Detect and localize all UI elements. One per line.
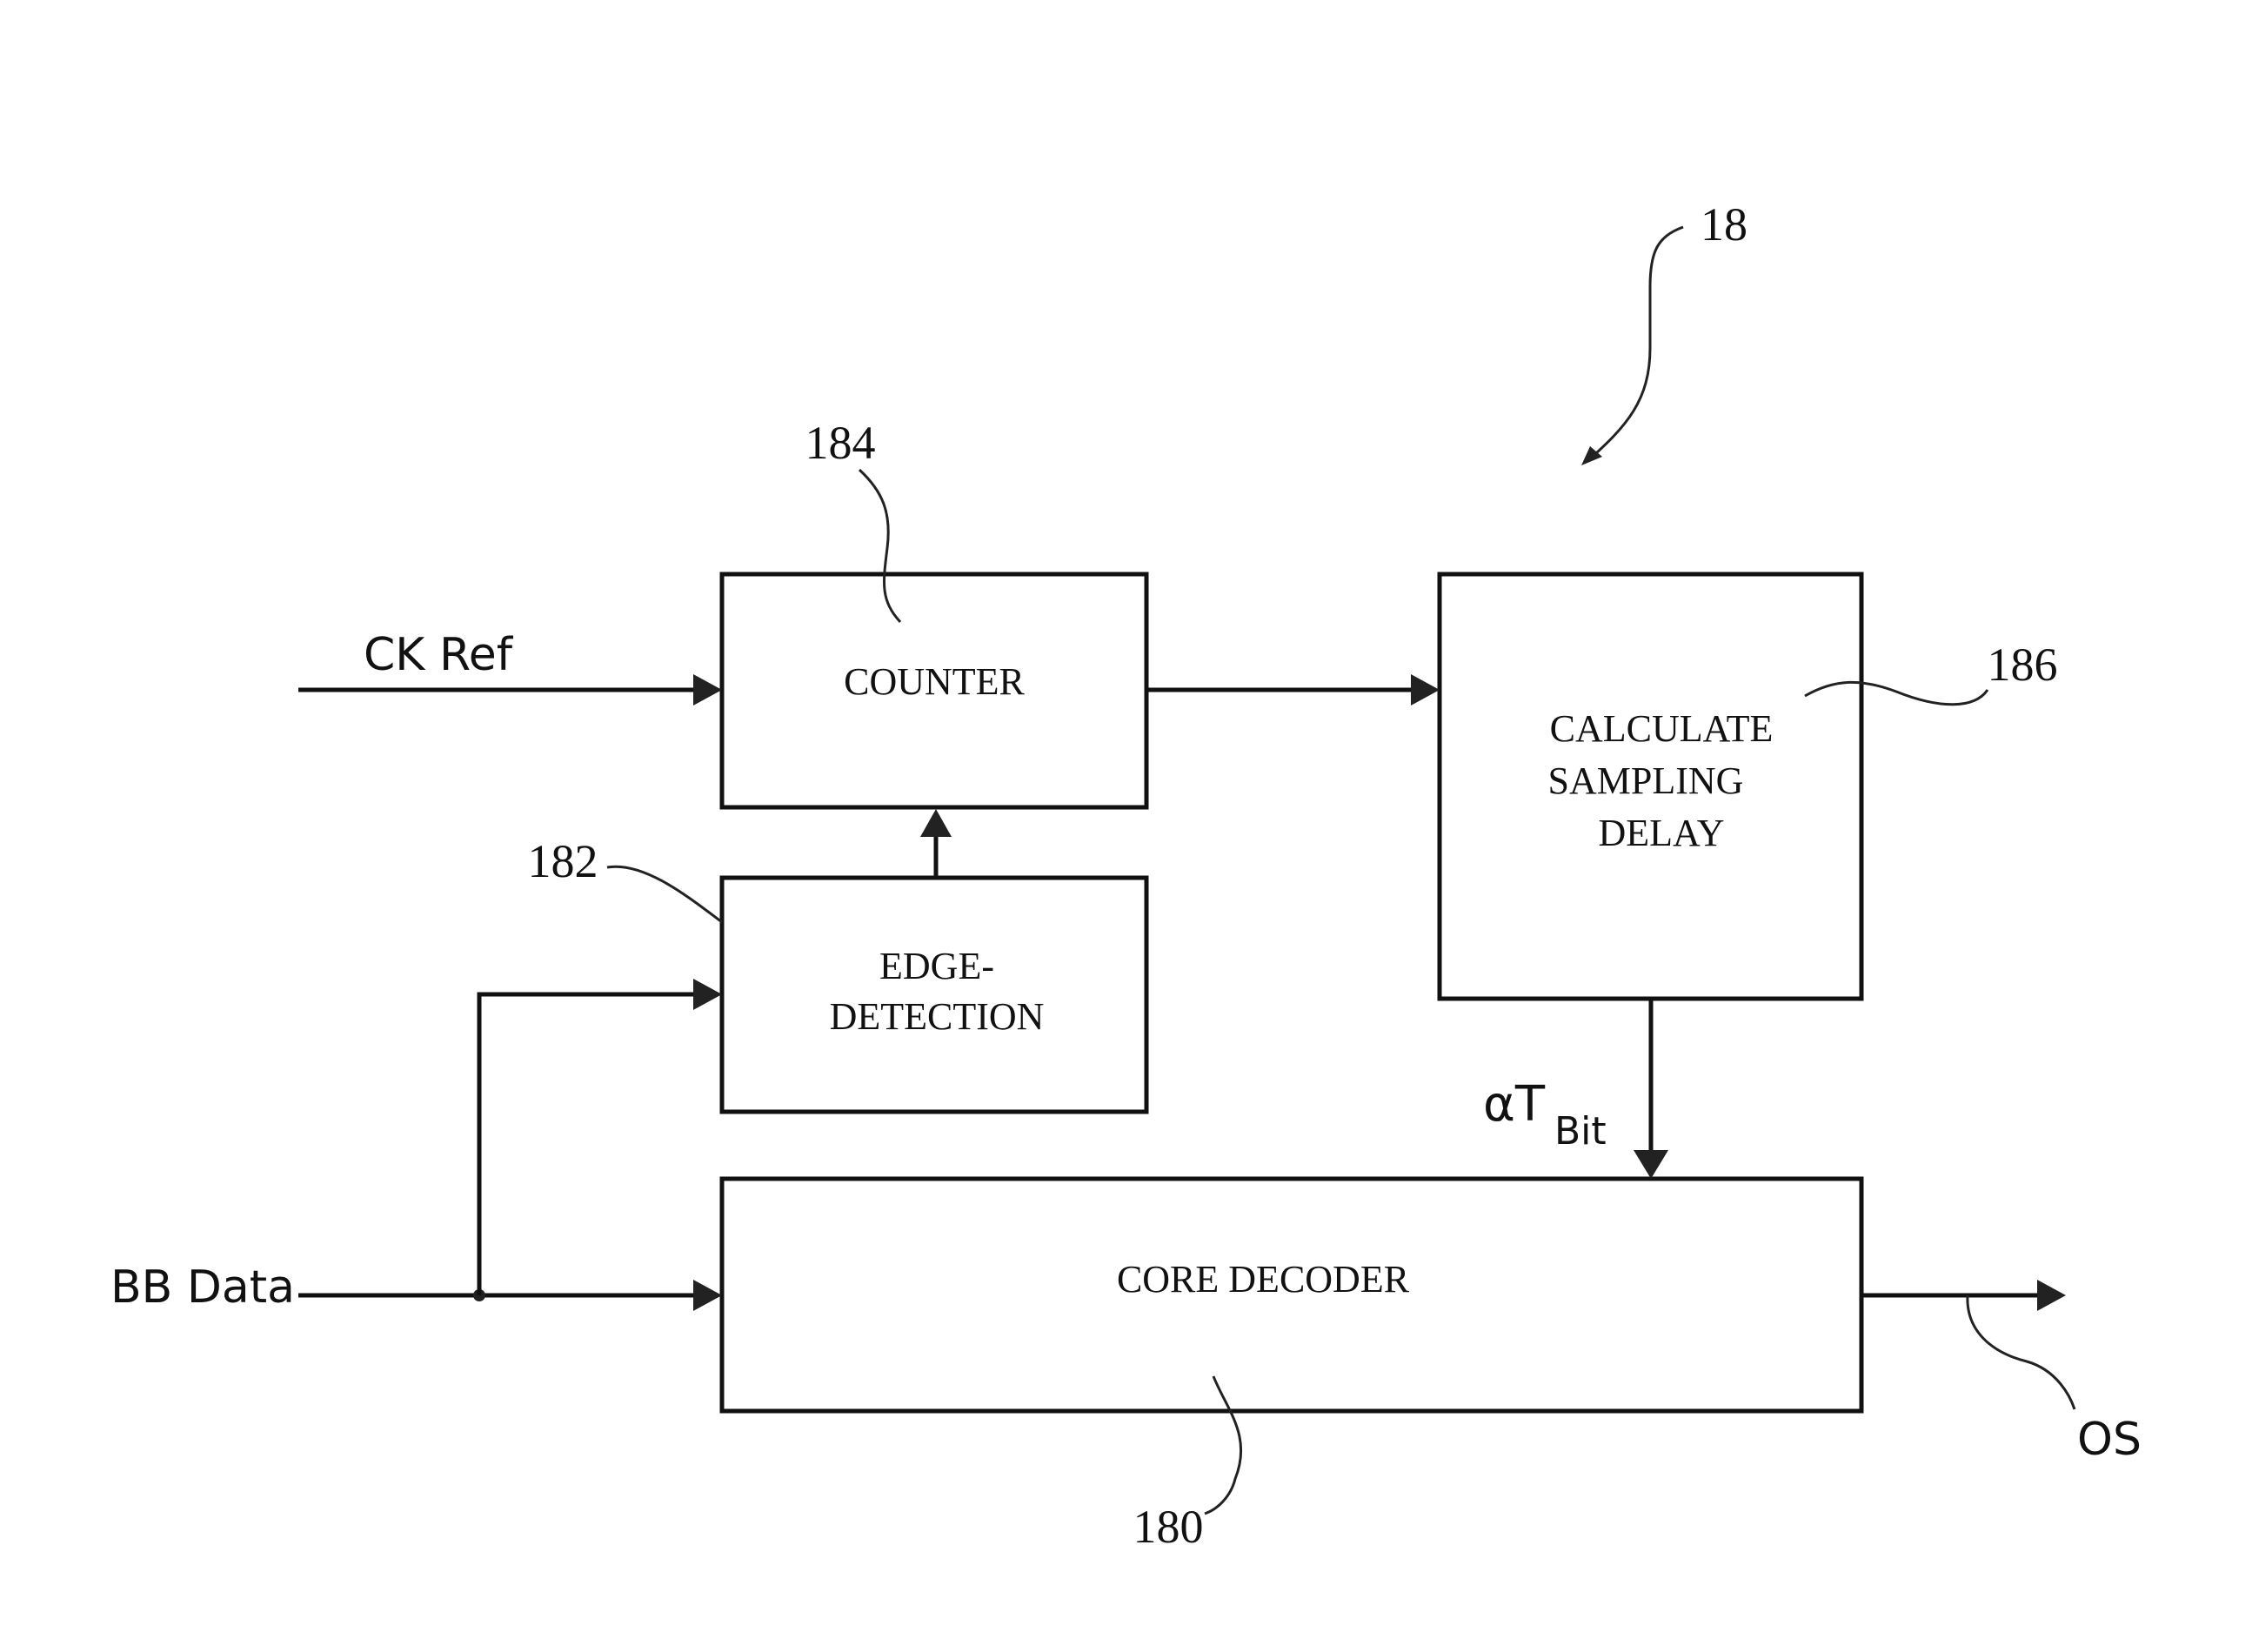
edge-to-counter-arrowhead-icon bbox=[920, 809, 952, 837]
edge-ref-leader bbox=[607, 866, 722, 922]
output-arrowhead-icon bbox=[2037, 1280, 2066, 1311]
figure-ref-number: 18 bbox=[1701, 198, 1747, 251]
calc-label-line2: SAMPLING bbox=[1548, 759, 1744, 802]
alpha-t-label: αT bbox=[1483, 1076, 1546, 1133]
output-label: OS bbox=[2077, 1414, 2142, 1466]
delay-arrowhead-icon bbox=[1634, 1150, 1668, 1179]
alpha-t-subscript: Bit bbox=[1554, 1109, 1607, 1154]
bb-data-arrowhead-icon bbox=[693, 1280, 722, 1311]
calc-label-line3: DELAY bbox=[1598, 812, 1724, 854]
counter-ref-number: 184 bbox=[805, 417, 876, 469]
calc-ref-number: 186 bbox=[1988, 639, 2058, 691]
calc-label-line1: CALCULATE bbox=[1550, 707, 1774, 750]
edge-label-line2: DETECTION bbox=[830, 995, 1045, 1038]
bb-to-edge-wire bbox=[479, 994, 696, 1295]
ck-ref-label: CK Ref bbox=[364, 629, 514, 681]
core-ref-number: 180 bbox=[1133, 1501, 1204, 1553]
edge-label-line1: EDGE- bbox=[879, 945, 994, 987]
ck-ref-arrowhead-icon bbox=[693, 674, 722, 706]
counter-to-calc-arrowhead-icon bbox=[1411, 674, 1440, 706]
core-decoder-label: CORE DECODER bbox=[1117, 1258, 1410, 1301]
edge-ref-number: 182 bbox=[528, 835, 598, 887]
figure-ref-leader bbox=[1587, 227, 1683, 461]
output-ref-leader bbox=[1968, 1295, 2075, 1409]
bb-data-label: BB Data bbox=[110, 1261, 295, 1314]
bb-to-edge-arrowhead-icon bbox=[693, 979, 722, 1010]
counter-label: COUNTER bbox=[844, 660, 1025, 703]
